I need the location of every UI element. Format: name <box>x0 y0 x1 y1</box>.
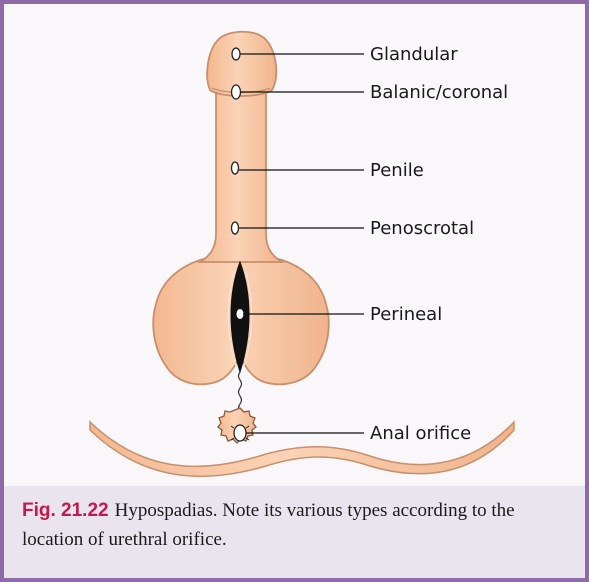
label-penoscrotal: Penoscrotal <box>370 218 474 239</box>
label-penile: Penile <box>370 160 424 181</box>
orifice-balanic <box>232 85 241 99</box>
label-balanic: Balanic/coronal <box>370 82 508 103</box>
glans <box>207 32 276 96</box>
label-glandular: Glandular <box>370 44 458 65</box>
label-perineal: Perineal <box>370 304 442 325</box>
penile-shaft <box>200 84 282 262</box>
perineal-raphe <box>239 372 242 412</box>
orifice-glandular <box>232 48 240 60</box>
hypospadias-diagram: Glandular Balanic/coronal Penile Penoscr… <box>4 4 585 486</box>
orifice-perineal <box>237 310 243 319</box>
figure-number: Fig. 21.22 <box>22 500 109 521</box>
orifice-penoscrotal <box>232 222 239 234</box>
anal-opening <box>234 425 246 441</box>
label-anal: Anal orifice <box>370 423 471 444</box>
figure-frame: Glandular Balanic/coronal Penile Penoscr… <box>4 4 585 578</box>
orifice-penile <box>232 162 239 174</box>
anatomy-illustration: Glandular Balanic/coronal Penile Penoscr… <box>4 4 585 486</box>
